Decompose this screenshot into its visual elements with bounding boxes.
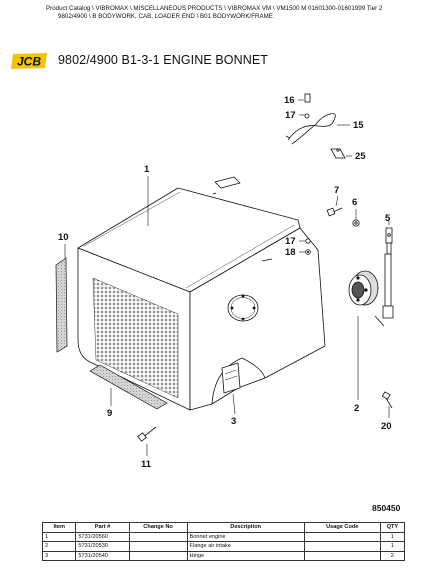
callout-7: 7 — [334, 185, 339, 196]
header-change: Change No — [128, 522, 188, 533]
washers — [305, 238, 311, 255]
cell-part[interactable]: 5731/20540 — [75, 550, 130, 561]
cell-part[interactable]: 5731/20530 — [75, 541, 130, 552]
parts-table-header: Item Part # Change No Description Usage … — [41, 522, 406, 533]
callout-1: 1 — [144, 164, 150, 175]
callout-11: 11 — [141, 459, 152, 470]
table-row[interactable]: 3 5731/20540 Hinge 2 — [41, 550, 406, 561]
cell-qty: 1 — [379, 541, 406, 552]
cell-change — [128, 550, 188, 561]
cell-part[interactable]: 5731/20560 — [75, 531, 130, 542]
table-row[interactable]: 2 5731/20530 Flange air intake 1 — [41, 541, 406, 552]
engine-bonnet-diagram: 1 10 9 11 3 2 20 5 6 7 16 17 15 25 17 18 — [55, 93, 394, 470]
callout-3: 3 — [231, 416, 236, 427]
callout-15: 15 — [353, 120, 364, 131]
callout-16: 16 — [284, 95, 295, 106]
header-part: Part # — [75, 522, 130, 533]
bolt-11 — [137, 426, 157, 442]
cell-description: Bonnet engine — [186, 531, 305, 542]
seal-strip-horizontal — [89, 364, 168, 410]
table-row[interactable]: 1 5731/20560 Bonnet engine 1 — [41, 531, 406, 542]
leader-lines — [64, 99, 390, 456]
seal-strip-vertical — [55, 257, 68, 353]
header-item: Item — [41, 522, 77, 533]
gas-strut — [374, 227, 394, 327]
jcb-logo-text: JCB — [17, 55, 41, 69]
callout-25: 25 — [355, 151, 366, 162]
flange-air-intake — [348, 270, 379, 306]
cell-change — [128, 541, 188, 552]
jcb-logo: JCB — [11, 53, 47, 69]
figure-number: 850450 — [372, 503, 401, 513]
nut-6 — [352, 219, 360, 227]
page-title: 9802/4900 B1-3-1 ENGINE BONNET — [58, 53, 269, 67]
cell-qty: 1 — [379, 531, 406, 542]
bolt-20 — [381, 391, 393, 409]
header-usage: Usage Code — [303, 522, 381, 533]
cable-assembly — [285, 93, 346, 159]
callout-17-lower: 17 — [285, 236, 296, 247]
callout-10: 10 — [58, 232, 69, 243]
cell-usage — [303, 541, 381, 552]
hinge — [221, 362, 241, 394]
callout-9: 9 — [107, 408, 112, 419]
header-qty: QTY — [379, 522, 406, 533]
header-description: Description — [186, 522, 305, 533]
callout-18: 18 — [285, 247, 296, 258]
cell-change — [128, 531, 188, 542]
breadcrumb: Product Catalog \ VIBROMAX \ MISCELLANEO… — [46, 5, 441, 21]
cell-description: Flange air intake — [186, 541, 305, 552]
cell-qty: 2 — [379, 550, 406, 561]
breadcrumb-line-2[interactable]: 9802/4900 \ B BODYWORK, CAB, LOADER END … — [58, 13, 273, 20]
callout-2: 2 — [354, 403, 359, 414]
cell-item: 1 — [41, 531, 77, 542]
callout-20: 20 — [381, 421, 392, 432]
cell-item: 2 — [41, 541, 77, 552]
breadcrumb-line-1[interactable]: Product Catalog \ VIBROMAX \ MISCELLANEO… — [46, 5, 383, 12]
parts-table: Item Part # Change No Description Usage … — [41, 522, 406, 561]
bolt-7 — [326, 207, 343, 217]
cell-usage — [303, 550, 381, 561]
callout-5: 5 — [385, 213, 391, 224]
cell-item: 3 — [41, 550, 77, 561]
cell-description: Hinge — [186, 550, 305, 561]
cell-usage — [303, 531, 381, 542]
callout-6: 6 — [352, 197, 357, 208]
callout-17-top: 17 — [285, 110, 296, 121]
